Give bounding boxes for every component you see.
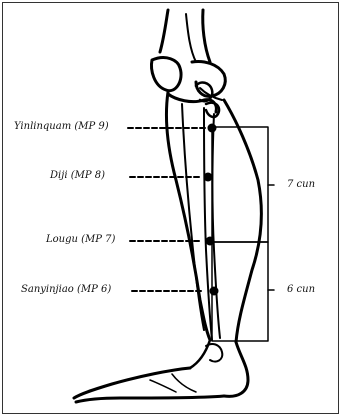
measurement-lower: 6 cun bbox=[287, 284, 315, 296]
foot-outline bbox=[74, 368, 190, 398]
lower-segment-box bbox=[212, 242, 268, 341]
thigh-front-outline bbox=[160, 10, 168, 52]
point-yinlinquan bbox=[208, 124, 217, 133]
thigh-back-outline bbox=[203, 10, 210, 62]
point-sanyinjiao bbox=[210, 287, 219, 296]
foot-bone-hint bbox=[172, 374, 196, 392]
fibula-shaft bbox=[204, 108, 212, 340]
ankle-outline bbox=[190, 340, 210, 368]
thigh-inner-outline bbox=[186, 14, 196, 62]
sole-outline bbox=[76, 396, 224, 402]
heel-outline bbox=[224, 342, 248, 396]
fibula bbox=[213, 114, 221, 338]
patella bbox=[152, 58, 182, 91]
label-diji: Diji (MP 8) bbox=[50, 170, 105, 182]
label-lougu: Lougu (MP 7) bbox=[46, 234, 115, 246]
point-lougu bbox=[206, 237, 215, 246]
calf-outline bbox=[224, 100, 261, 342]
foot-bone-hint-2 bbox=[150, 380, 176, 392]
label-sanyinjiao: Sanyinjiao (MP 6) bbox=[21, 284, 111, 296]
measurement-upper: 7 cun bbox=[287, 179, 315, 191]
label-yinlinquan: Yinlinquam (MP 9) bbox=[14, 121, 124, 133]
point-diji bbox=[204, 173, 213, 182]
femur-condyle bbox=[192, 62, 225, 97]
